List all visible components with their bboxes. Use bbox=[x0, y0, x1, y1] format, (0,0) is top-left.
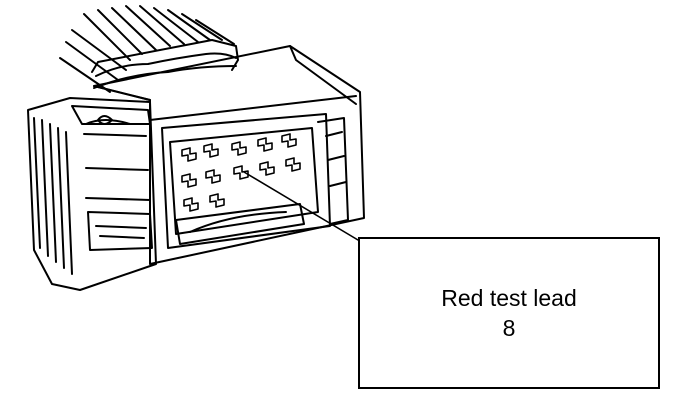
terminal-cavities bbox=[181, 133, 301, 212]
connector-housing bbox=[93, 45, 365, 265]
leader-line bbox=[243, 171, 359, 241]
wire-bundle bbox=[59, 5, 239, 93]
latch-housing bbox=[27, 97, 157, 291]
callout-pin-number: 8 bbox=[502, 315, 516, 341]
callout-box: Red test lead 8 bbox=[358, 237, 660, 389]
callout-label: Red test lead bbox=[441, 285, 577, 311]
